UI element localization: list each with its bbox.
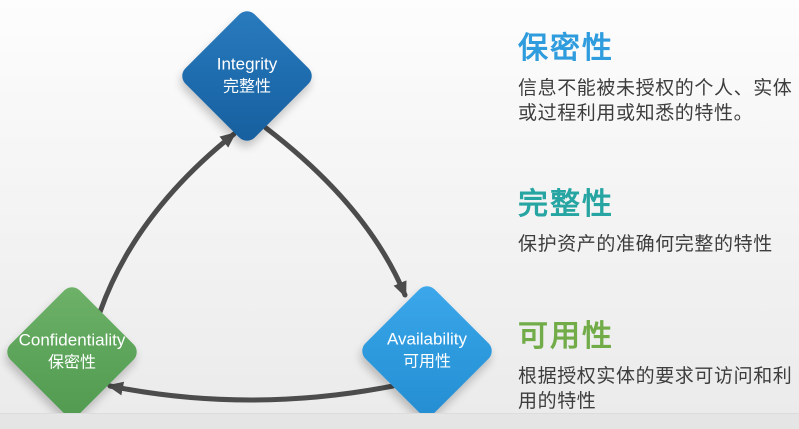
arrow-integrity-to-availability [263, 125, 408, 298]
node-confidentiality-label-zh: 保密性 [47, 354, 96, 372]
node-integrity-label: Integrity 完整性 [172, 54, 322, 99]
node-confidentiality-label-en: Confidentiality [18, 330, 126, 350]
definition-confidentiality-body: 信息不能被未授权的个人、实体或过程利用或知悉的特性。 [518, 78, 793, 124]
definition-integrity-title: 完整性 [518, 188, 614, 221]
definition-confidentiality-title: 保密性 [518, 32, 614, 65]
node-availability-label-zh: 可用性 [402, 353, 451, 371]
arrow-confidentiality-to-integrity [97, 131, 237, 315]
node-availability-label: Availability 可用性 [352, 329, 502, 374]
node-integrity-label-en: Integrity [216, 54, 278, 74]
node-availability-label-en: Availability [386, 329, 467, 349]
arrow-availability-to-confidentiality [107, 381, 396, 403]
definition-confidentiality: 保密性 信息不能被未授权的个人、实体或过程利用或知悉的特性。 [518, 32, 794, 126]
node-confidentiality-label: Confidentiality 保密性 [0, 330, 147, 375]
definition-availability-body: 根据授权实体的要求可访问和利用的特性 [518, 366, 793, 412]
node-integrity-label-zh: 完整性 [222, 78, 271, 96]
definition-availability: 可用性 根据授权实体的要求可访问和利用的特性 [518, 320, 794, 414]
definition-availability-title: 可用性 [518, 320, 614, 353]
slide-bottom-edge [0, 413, 799, 429]
definition-integrity-body: 保护资产的准确何完整的特性 [518, 234, 773, 255]
definition-integrity: 完整性 保护资产的准确何完整的特性 [518, 188, 794, 257]
